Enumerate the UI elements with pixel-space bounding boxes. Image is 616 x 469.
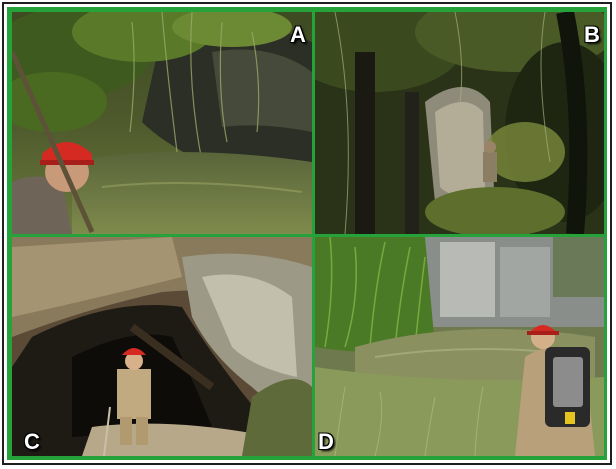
- panel-a-label: A: [290, 22, 306, 47]
- panel-b-image: [315, 12, 604, 234]
- panel-a-photo: [12, 12, 312, 234]
- panel-a-image: [12, 12, 312, 234]
- panel-b-label: B: [584, 22, 600, 47]
- panel-c-label: C: [24, 429, 40, 454]
- panel-d-image: [315, 237, 604, 456]
- panel-d-photo: [315, 237, 604, 456]
- panel-d-label: D: [318, 429, 334, 454]
- panel-c-image: [12, 237, 312, 456]
- panel-c-photo: [12, 237, 312, 456]
- panel-b-photo: [315, 12, 604, 234]
